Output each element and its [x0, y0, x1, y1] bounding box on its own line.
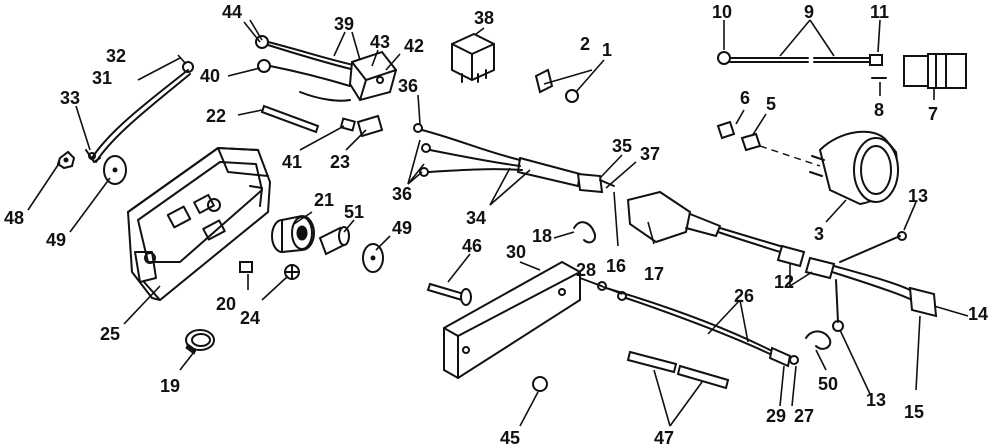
callout-11: 11: [870, 2, 889, 22]
callout-42: 42: [404, 36, 424, 56]
callout-34: 34: [466, 208, 486, 228]
callout-28: 28: [576, 260, 596, 280]
holder-23: [356, 114, 384, 138]
callout-15: 15: [904, 402, 924, 422]
callout-41: 41: [282, 152, 302, 172]
key-switch-17: [626, 190, 938, 332]
callout-33: 33: [60, 88, 80, 108]
callout-13-top: 13: [908, 186, 928, 206]
washer-49-right: [362, 243, 384, 273]
callout-9: 9: [804, 2, 814, 22]
clip-2: [534, 68, 554, 94]
callout-8: 8: [874, 100, 884, 120]
callout-21: 21: [314, 190, 334, 210]
callout-labels: 44 39 43 42 40 32 31 33 22 41 23 36 36 3…: [4, 2, 988, 448]
callout-31: 31: [92, 68, 112, 88]
callout-16: 16: [606, 256, 626, 276]
callout-7: 7: [928, 104, 938, 124]
callout-27: 27: [794, 406, 814, 426]
callout-24: 24: [240, 308, 260, 328]
clamp-19: [185, 329, 215, 355]
connector-7: [903, 53, 967, 89]
callout-29: 29: [766, 406, 786, 426]
harness-26: [597, 281, 799, 368]
callout-14: 14: [968, 304, 988, 324]
assembly-line-gauge: [759, 145, 821, 167]
callout-49-right: 49: [392, 218, 412, 238]
callout-13-bottom: 13: [866, 390, 886, 410]
clip-20: [239, 261, 253, 273]
callout-44: 44: [222, 2, 242, 22]
callout-49-left: 49: [46, 230, 66, 250]
callout-50: 50: [818, 374, 838, 394]
callout-46: 46: [462, 236, 482, 256]
callout-40: 40: [200, 66, 220, 86]
gauge-3: [809, 130, 899, 206]
screw-24: [284, 264, 300, 280]
tubes-47: [626, 350, 730, 390]
relay-harness: [255, 35, 398, 102]
screw-45: [532, 376, 548, 392]
callout-3: 3: [814, 224, 824, 244]
washer-49-left: [103, 155, 127, 185]
control-box-housing: [126, 146, 272, 302]
callout-43: 43: [370, 32, 390, 52]
callout-25: 25: [100, 324, 120, 344]
callout-30: 30: [506, 242, 526, 262]
callout-22: 22: [206, 106, 226, 126]
screw-1: [565, 89, 579, 103]
callout-12: 12: [774, 272, 794, 292]
callout-10: 10: [712, 2, 732, 22]
callout-1: 1: [602, 40, 612, 60]
socket-6: [716, 120, 736, 140]
callout-36-top: 36: [398, 76, 418, 96]
relay-38: [451, 32, 495, 83]
callout-23: 23: [330, 152, 350, 172]
bulb-5: [740, 132, 762, 152]
bushing-51: [318, 226, 350, 256]
callout-20: 20: [216, 294, 236, 314]
lead-9: [717, 51, 883, 66]
callout-38: 38: [474, 8, 494, 28]
tube-22: [260, 104, 320, 134]
cover-plate-30: [443, 260, 581, 380]
callout-37: 37: [640, 144, 660, 164]
callout-36-bottom: 36: [392, 184, 412, 204]
fuse-41: [339, 117, 357, 132]
ground-strap-31: [85, 61, 194, 163]
callout-32: 32: [106, 46, 126, 66]
clip-18: [573, 221, 596, 244]
callout-45: 45: [500, 428, 520, 448]
callout-19: 19: [160, 376, 180, 396]
callout-18: 18: [532, 226, 552, 246]
clip-50: [805, 330, 832, 350]
callout-2: 2: [580, 34, 590, 54]
callout-51: 51: [344, 202, 364, 222]
callout-5: 5: [766, 94, 776, 114]
callout-35: 35: [612, 136, 632, 156]
leader-lines: [27, 19, 969, 427]
main-harness-34: [413, 123, 615, 194]
nut-48: [56, 150, 76, 170]
callout-17: 17: [644, 264, 664, 284]
callout-47: 47: [654, 428, 674, 448]
callout-26: 26: [734, 286, 754, 306]
screw-46: [426, 282, 472, 306]
callout-6: 6: [740, 88, 750, 108]
callout-39: 39: [334, 14, 354, 34]
callout-48: 48: [4, 208, 24, 228]
grommet-21: [271, 214, 315, 254]
